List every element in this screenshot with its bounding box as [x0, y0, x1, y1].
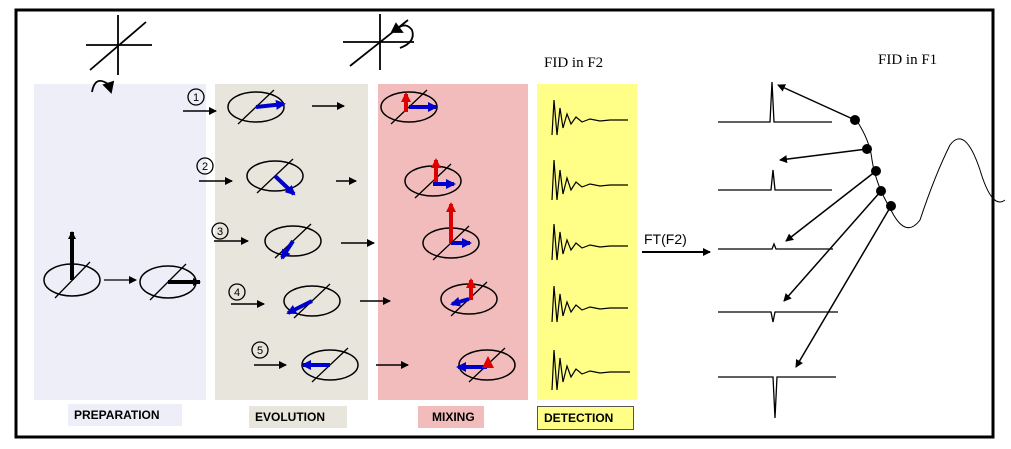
sample-arrows [777, 84, 892, 368]
mixing-row-2 [404, 158, 462, 199]
evolution-row-1 [183, 89, 345, 125]
evolution-label: EVOLUTION [249, 406, 347, 428]
svg-text:1: 1 [193, 92, 199, 104]
svg-text:3: 3 [217, 226, 223, 238]
fid-f1-curve [854, 117, 1006, 229]
step-number-4: 4 [228, 283, 246, 301]
f1-spectra [718, 81, 838, 419]
evolution-row-3 [214, 223, 375, 260]
evolution-row-2 [199, 158, 357, 196]
mixing-row-5 [456, 347, 516, 383]
preparation-panel [34, 84, 206, 400]
ft-label: FT(F2) [644, 231, 687, 247]
step-number-2: 2 [196, 157, 214, 175]
fid-f2-heading: FID in F2 [544, 55, 604, 71]
fid-traces-f2 [551, 99, 630, 391]
pulse-90-icon [86, 15, 152, 94]
detection-label: DETECTION [537, 406, 634, 430]
svg-text:2: 2 [202, 161, 208, 173]
mixing-label: MIXING [418, 406, 484, 428]
mixing-row-4 [440, 278, 498, 317]
svg-text:4: 4 [234, 287, 240, 299]
step-number-1: 1 [187, 88, 205, 106]
step-number-5: 5 [251, 341, 269, 359]
outer-frame [14, 8, 995, 439]
evolution-row-5 [254, 347, 409, 383]
svg-text:5: 5 [257, 345, 263, 357]
fid-f1-heading: FID in F1 [878, 52, 938, 68]
pulse-90-icon [343, 14, 414, 70]
preparation-vectors [43, 231, 201, 301]
step-number-3: 3 [211, 222, 229, 240]
evolution-row-4 [231, 283, 391, 319]
detection-panel [537, 84, 637, 400]
mixing-row-3 [422, 202, 480, 261]
mixing-row-1 [380, 89, 438, 125]
preparation-label: PREPARATION [68, 404, 182, 426]
